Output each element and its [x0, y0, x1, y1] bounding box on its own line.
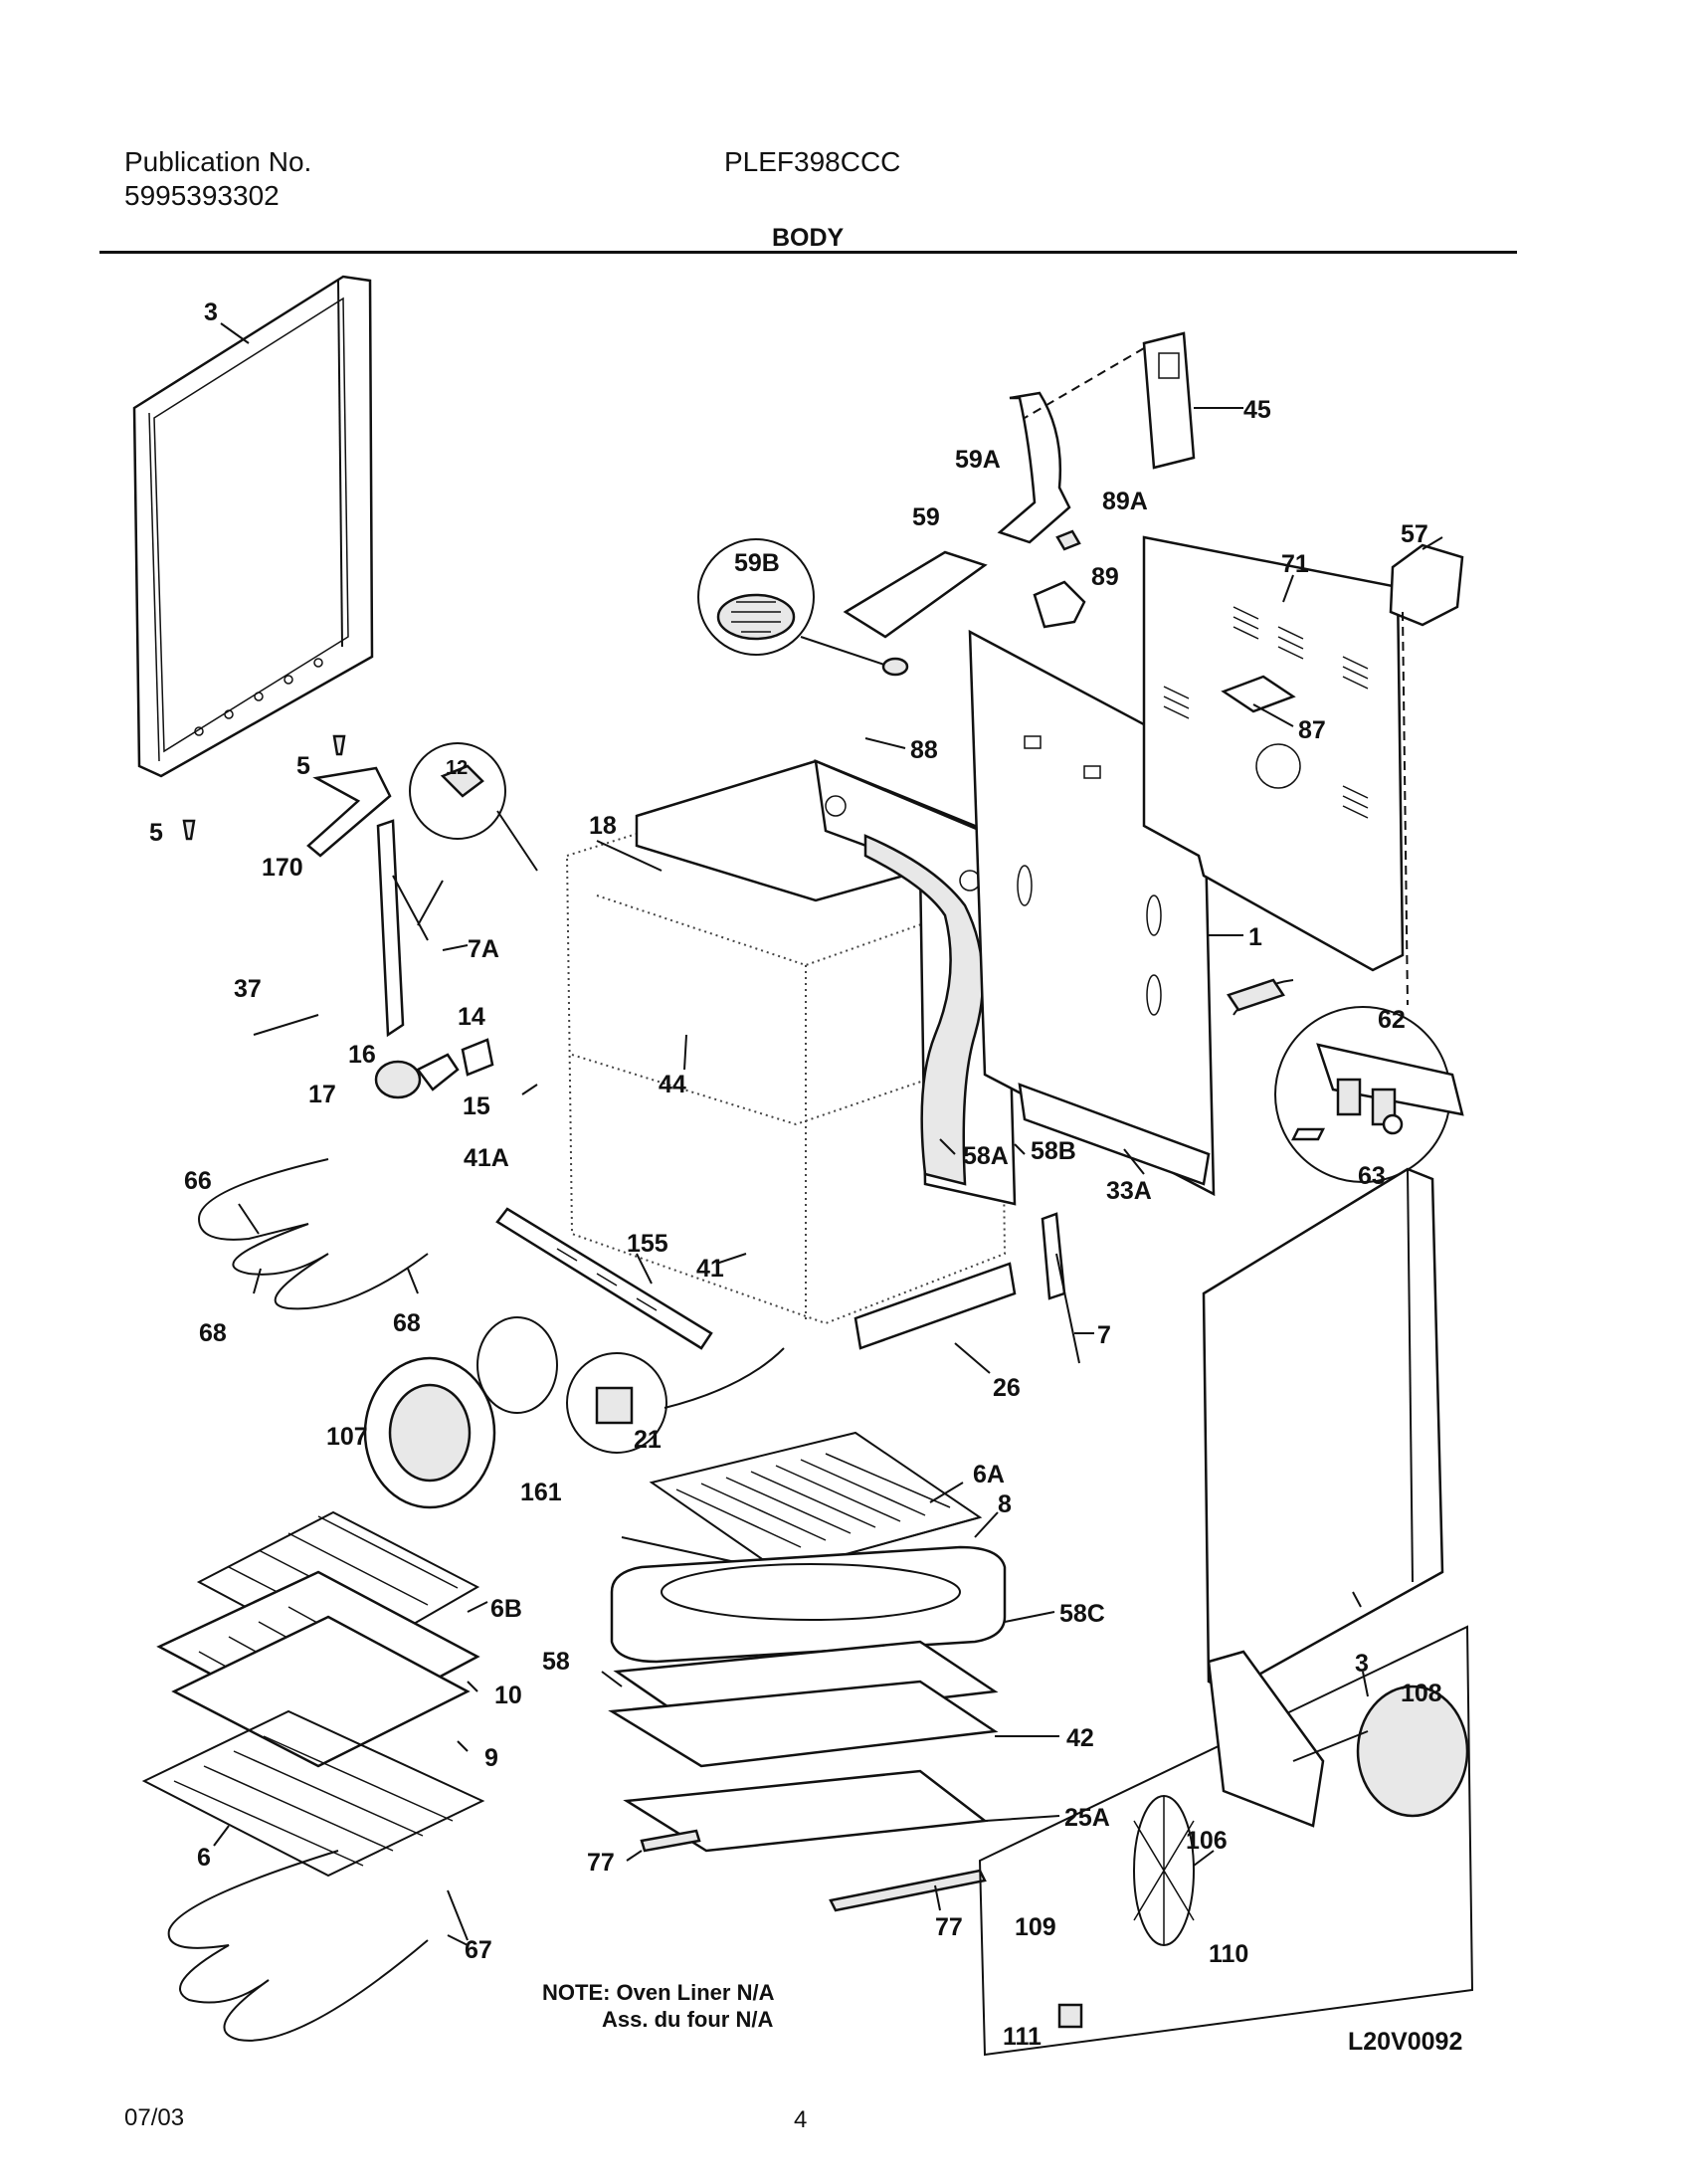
- publication-label: Publication No.: [124, 146, 312, 177]
- callout-3-left: 3: [204, 298, 218, 326]
- callout-161: 161: [520, 1479, 562, 1506]
- detail-circle-vent: [697, 538, 909, 677]
- callout-58B: 58B: [1031, 1137, 1076, 1165]
- note-line-2: Ass. du four N/A: [602, 2007, 773, 2032]
- rack-support-left: [376, 819, 429, 1038]
- callout-108: 108: [1401, 1680, 1442, 1707]
- callout-68-right: 68: [393, 1309, 421, 1337]
- detail-circle-terminal: [1227, 978, 1464, 1183]
- header-rule: [99, 251, 1517, 254]
- bracket-part: [306, 766, 392, 858]
- oven-rack: [621, 1431, 983, 1574]
- callout-89A: 89A: [1102, 488, 1148, 515]
- fan-motor-detail: [978, 1625, 1474, 2057]
- callout-10: 10: [494, 1682, 522, 1709]
- callout-33A: 33A: [1106, 1177, 1152, 1205]
- callout-170: 170: [262, 854, 303, 882]
- callout-6B: 6B: [490, 1595, 522, 1623]
- callout-155: 155: [627, 1230, 668, 1258]
- callout-9: 9: [484, 1744, 498, 1772]
- callout-45: 45: [1243, 396, 1271, 424]
- callout-labels: 3 3 5 5 170 12 18 7A 37 14 16 17 15 44 4…: [149, 298, 1462, 2056]
- side-panel-right: [1202, 1167, 1444, 1693]
- callout-59: 59: [912, 503, 940, 531]
- callout-37: 37: [234, 975, 262, 1003]
- callout-5-lower: 5: [149, 819, 163, 847]
- note-line-1: NOTE: Oven Liner N/A: [542, 1980, 775, 2005]
- model-number: PLEF398CCC: [724, 146, 901, 177]
- callout-26: 26: [993, 1374, 1021, 1402]
- vent-parts: [843, 331, 1196, 639]
- callout-59B: 59B: [734, 549, 780, 577]
- callout-1: 1: [1248, 923, 1262, 951]
- latch-detail: [566, 1347, 785, 1454]
- callout-42: 42: [1066, 1724, 1094, 1752]
- footer-date: 07/03: [124, 2104, 185, 2131]
- oven-liner-stack: [608, 1545, 1007, 1912]
- callout-7A: 7A: [468, 935, 499, 963]
- callout-6A: 6A: [973, 1461, 1005, 1488]
- callout-14: 14: [458, 1003, 485, 1031]
- callout-88: 88: [910, 736, 938, 764]
- callout-25A: 25A: [1064, 1804, 1110, 1832]
- callout-41A: 41A: [464, 1144, 509, 1172]
- callout-8: 8: [998, 1490, 1012, 1518]
- callout-44: 44: [659, 1071, 686, 1098]
- callout-77-left: 77: [587, 1849, 615, 1877]
- callout-15: 15: [463, 1092, 490, 1120]
- page-number: 4: [794, 2106, 808, 2133]
- callout-62: 62: [1378, 1006, 1406, 1034]
- callout-66: 66: [184, 1167, 212, 1195]
- drawing-code: L20V0092: [1348, 2028, 1462, 2056]
- bottom-trim: [1018, 1083, 1211, 1186]
- callout-107: 107: [326, 1423, 368, 1451]
- callout-41: 41: [696, 1255, 724, 1283]
- convection-fan-cover: [363, 1316, 558, 1509]
- callout-87: 87: [1298, 716, 1326, 744]
- broiler-pan-set: [141, 1510, 485, 1878]
- bake-element: [197, 1158, 429, 1310]
- callout-63: 63: [1358, 1162, 1386, 1190]
- callout-109: 109: [1015, 1913, 1056, 1941]
- label-plate: [1389, 543, 1464, 627]
- publication-number: 5995393302: [124, 180, 280, 211]
- callout-57: 57: [1401, 520, 1428, 548]
- lamp-assembly: [253, 1014, 494, 1099]
- callout-12: 12: [446, 757, 468, 779]
- broil-element: [167, 1850, 469, 2042]
- callout-7: 7: [1097, 1321, 1111, 1349]
- lower-support: [854, 1262, 1017, 1350]
- section-title: BODY: [772, 224, 845, 252]
- callout-58A: 58A: [963, 1142, 1009, 1170]
- callout-106: 106: [1186, 1827, 1228, 1855]
- callout-77-right: 77: [935, 1913, 963, 1941]
- callout-58: 58: [542, 1648, 570, 1676]
- vent-trim: [495, 1207, 713, 1350]
- rear-cover: [1142, 535, 1405, 972]
- callout-58C: 58C: [1059, 1600, 1105, 1628]
- callout-16: 16: [348, 1041, 376, 1069]
- callout-89: 89: [1091, 563, 1119, 591]
- callout-17: 17: [308, 1081, 336, 1108]
- side-panel-left: [132, 275, 374, 778]
- callout-110: 110: [1209, 1940, 1248, 1968]
- screw-part: [182, 734, 346, 841]
- callout-59A: 59A: [955, 446, 1001, 474]
- callout-67: 67: [465, 1936, 492, 1964]
- thermostat-bulb-detail: [409, 742, 538, 872]
- callout-18: 18: [589, 812, 617, 840]
- leader-lines: [213, 322, 1443, 1946]
- callout-71: 71: [1281, 550, 1309, 578]
- callout-21: 21: [634, 1426, 662, 1454]
- callout-3-right: 3: [1355, 1650, 1369, 1678]
- callout-68-left: 68: [199, 1319, 227, 1347]
- callout-6: 6: [197, 1844, 211, 1872]
- callout-5-upper: 5: [296, 752, 310, 780]
- callout-111: 111: [1003, 2023, 1042, 2051]
- rack-support-right: [1041, 1212, 1080, 1364]
